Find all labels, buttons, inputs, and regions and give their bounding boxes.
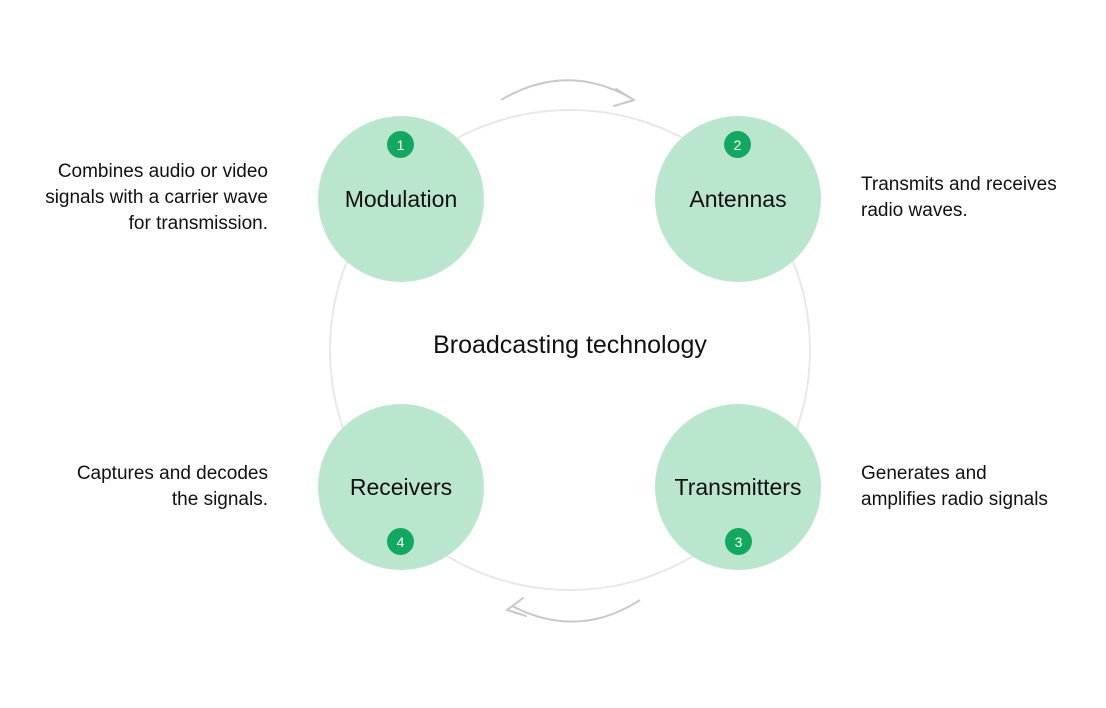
cycle-arrow-top bbox=[500, 79, 635, 107]
step-badge-1: 1 bbox=[387, 131, 414, 158]
description-line: Captures and decodes bbox=[76, 463, 268, 484]
description-line: for transmission. bbox=[128, 213, 268, 234]
description-line: radio waves. bbox=[861, 200, 968, 221]
step-badge-3: 3 bbox=[725, 528, 752, 555]
node-label: Antennas bbox=[689, 185, 787, 212]
description-line: Generates and bbox=[861, 463, 987, 484]
step-badge-2: 2 bbox=[724, 131, 751, 158]
node-label: Transmitters bbox=[674, 473, 802, 500]
description-receivers: Captures and decodes the signals. bbox=[0, 461, 268, 513]
cycle-arrow-bottom bbox=[506, 597, 641, 623]
description-line: Transmits and receives bbox=[861, 174, 1057, 195]
node-label: Receivers bbox=[349, 473, 453, 500]
node-transmitters: Transmitters bbox=[655, 404, 821, 570]
node-label: Modulation bbox=[344, 185, 458, 212]
description-line: amplifies radio signals bbox=[861, 489, 1048, 510]
step-badge-4: 4 bbox=[387, 528, 414, 555]
description-antennas: Transmits and receives radio waves. bbox=[861, 172, 1101, 224]
cycle-ring bbox=[329, 109, 811, 591]
description-line: the signals. bbox=[171, 489, 268, 510]
description-line: signals with a carrier wave bbox=[45, 187, 268, 208]
description-transmitters: Generates and amplifies radio signals bbox=[861, 461, 1101, 513]
center-title: Broadcasting technology bbox=[433, 331, 707, 359]
description-modulation: Combines audio or video signals with a c… bbox=[0, 159, 268, 237]
description-line: Combines audio or video bbox=[57, 161, 268, 182]
